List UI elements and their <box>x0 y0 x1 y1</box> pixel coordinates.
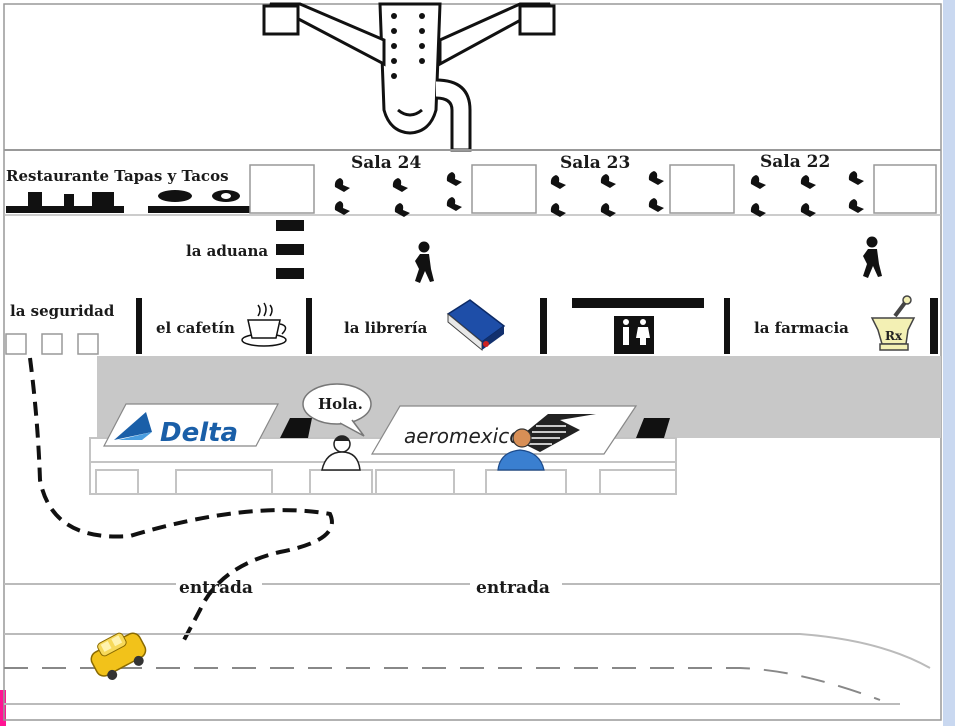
restaurant-label: Restaurante Tapas y Tacos <box>6 167 229 185</box>
taxi-icon <box>90 632 147 680</box>
restaurant-tables <box>6 190 253 213</box>
delta-sign: Delta <box>103 403 279 448</box>
road <box>4 583 941 705</box>
security-checkpoints <box>5 333 99 355</box>
agent-icon <box>321 435 361 471</box>
gate-24-label: Sala 24 <box>351 153 422 173</box>
aeromexico-sign: aeromexico <box>370 405 638 455</box>
coffee-cup-icon <box>241 302 287 347</box>
entrance-1-label: entrada <box>179 578 253 598</box>
security-label: la seguridad <box>10 302 115 320</box>
book-icon <box>446 299 506 352</box>
delta-logo-text: Delta <box>160 418 238 448</box>
agent-icon <box>497 428 545 471</box>
seat-icon <box>334 171 864 217</box>
gate-23-label: Sala 23 <box>560 153 630 173</box>
gate-22-label: Sala 22 <box>760 152 830 172</box>
walking-person-icon <box>415 241 434 283</box>
entrance-2-label: entrada <box>476 578 550 598</box>
speech-bubble: Hola. <box>302 383 372 437</box>
speech-text: Hola. <box>318 395 363 413</box>
restaurant-window <box>249 164 315 214</box>
shop-dividers <box>136 298 938 354</box>
gate-23-window <box>669 164 735 214</box>
customs-booths <box>276 220 304 279</box>
frame-accent <box>0 690 6 726</box>
counter-monitors <box>280 418 670 438</box>
airplane-icon <box>262 2 556 152</box>
pharmacy-label: la farmacia <box>754 319 849 337</box>
walking-person-icon <box>863 236 882 278</box>
mortar-pestle-icon: Rx <box>870 295 916 351</box>
gate-24-window <box>471 164 537 214</box>
pharmacy-sign: Rx <box>885 329 903 343</box>
cafe-label: el cafetín <box>156 319 235 337</box>
aeromexico-logo-text: aeromexico <box>404 424 521 448</box>
frame-right <box>943 0 955 726</box>
walking-path <box>28 357 334 641</box>
customs-label: la aduana <box>186 242 268 260</box>
bookstore-label: la librería <box>344 319 428 337</box>
restroom-icon <box>572 298 704 354</box>
gate-22-window <box>873 164 937 214</box>
